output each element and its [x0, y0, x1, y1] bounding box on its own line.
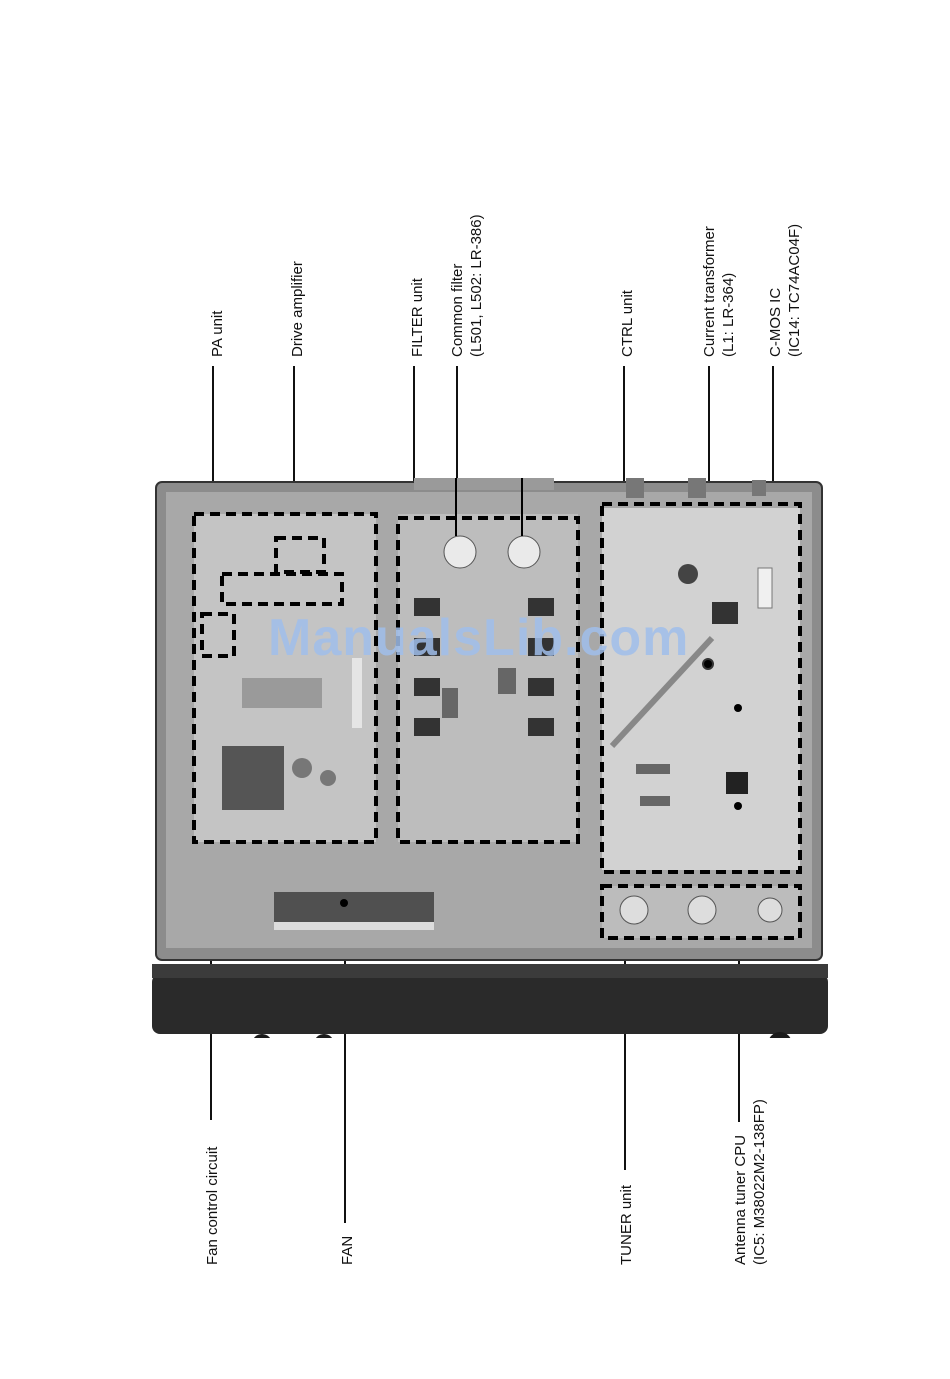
label-fan: FAN [338, 1236, 357, 1265]
watermark-text: ManualsLib.com [268, 608, 689, 668]
label-tuner-unit: TUNER unit [617, 1185, 636, 1265]
label-filter-unit: FILTER unit [408, 278, 427, 357]
label-drive-amplifier: Drive amplifier [288, 261, 307, 357]
label-ctrl-unit: CTRL unit [618, 290, 637, 357]
label-current-transformer: Current transformer (L1: LR-364) [700, 226, 738, 357]
chassis-photo [152, 478, 828, 1038]
label-common-filter: Common filter (L501, L502: LR-386) [448, 214, 486, 357]
label-cmos-ic: C-MOS IC (IC14: TC74AC04F) [766, 224, 804, 357]
label-antenna-tuner-cpu: Antenna tuner CPU (IC5: M38022M2-138FP) [731, 1099, 769, 1265]
label-fan-control-circuit: Fan control circuit [203, 1147, 222, 1265]
label-pa-unit: PA unit [208, 311, 227, 357]
